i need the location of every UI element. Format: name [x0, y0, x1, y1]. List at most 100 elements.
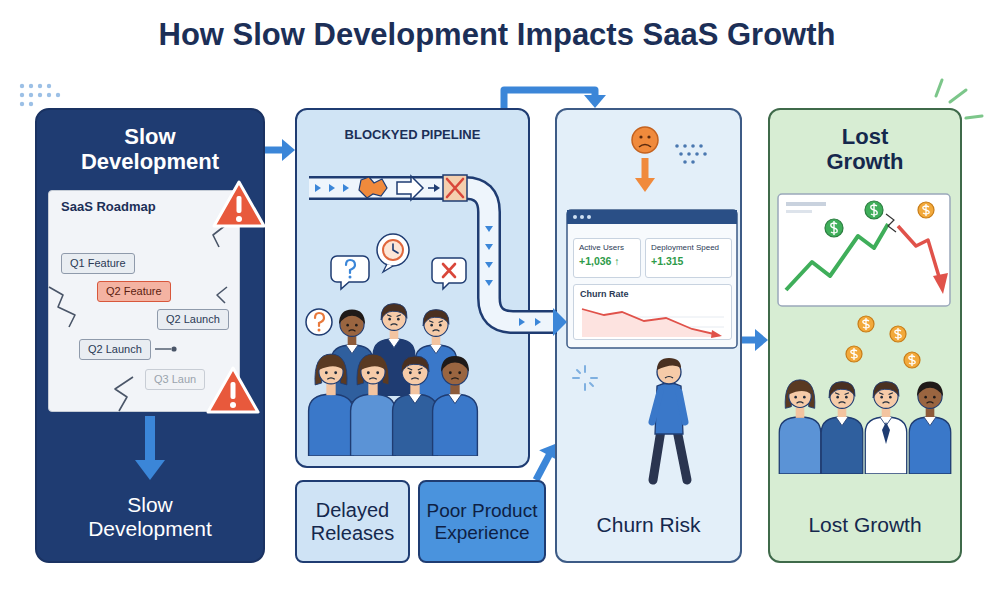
milestone-label: Q2 Launch [88, 343, 142, 356]
error-bubble-part [443, 264, 455, 277]
walking-person-part [665, 377, 673, 379]
coin-orange-part [858, 316, 874, 332]
warning-icon-part [214, 182, 264, 226]
coin-orange-part [846, 346, 862, 362]
dot-grid-part [47, 84, 51, 88]
blocked-crate-part [447, 179, 463, 197]
milestone-label: Q1 Feature [70, 257, 126, 270]
sparkle-part [584, 366, 586, 372]
question-bubble [306, 309, 332, 335]
metric-value: +1,036 ↑ [579, 255, 635, 267]
roadmap-card: SaaS RoadmapQ1 FeatureQ2 FeatureQ2 Launc… [48, 190, 240, 412]
chart-card [778, 194, 950, 306]
warning-icon-part [230, 402, 236, 408]
down-arrow [635, 158, 655, 192]
milestone-pill: Q2 Feature [97, 281, 171, 302]
coin-green-part [865, 201, 883, 219]
sad-people [779, 380, 950, 474]
arrow-head [755, 329, 768, 351]
churn-chart-part [582, 309, 714, 334]
flow-marker-part [329, 184, 335, 192]
question-bubble-part [346, 260, 355, 273]
dot-grid-part [38, 84, 42, 88]
pipe-end-part [551, 310, 557, 334]
worried-people [309, 304, 478, 456]
sad-face-part [632, 127, 658, 153]
crack-line [49, 195, 239, 411]
dot-grid-part [699, 144, 703, 148]
stage-label: Lost Growth [808, 513, 921, 537]
milestone-link-part [171, 346, 176, 351]
down-arrow [135, 416, 165, 480]
churn-chart-part [582, 317, 724, 327]
walking-person [652, 358, 687, 480]
pipe-end [551, 308, 567, 336]
stage-label: Poor Product Experience [424, 500, 540, 544]
flow-arrow [504, 90, 606, 108]
flow-marker-part [535, 318, 541, 326]
blocked-crate-part [443, 175, 467, 201]
dot-grid [20, 84, 60, 106]
dot-grid-part [47, 93, 51, 97]
decline-line-part [933, 273, 948, 294]
arrow-shaft [536, 455, 549, 480]
warning-icon [208, 368, 258, 412]
metric-label: Churn Rate [580, 289, 725, 299]
sparkle-part [590, 383, 593, 386]
arrow-head [584, 95, 606, 108]
clock-bubble-part [377, 234, 409, 266]
milestone-pill: Q2 Launch [157, 309, 229, 330]
panel-heading: Slow Development [55, 124, 245, 175]
down-arrow-part [135, 460, 165, 480]
sparkle-lines-part [950, 90, 966, 102]
dot-grid-part [683, 160, 687, 164]
crack-line-part [217, 287, 227, 303]
walking-person-part [655, 383, 683, 434]
sparkle-lines-part [966, 116, 982, 118]
milestone-pill: Q2 Launch [79, 339, 151, 360]
stage-label: Slow Development [75, 493, 225, 541]
coin-orange-part [904, 352, 920, 368]
coin-orange-part [909, 354, 915, 366]
error-bubble-part [432, 258, 466, 289]
dot-grid-part [20, 102, 24, 106]
crack-line-part [49, 287, 75, 327]
metric-label: Active Users [579, 243, 635, 252]
dashboard-frame-part [567, 210, 737, 348]
milestone-pill: Q1 Feature [61, 253, 135, 274]
coin-green-part [871, 203, 877, 217]
metric-value: +1.315 [651, 255, 726, 267]
walking-person-part [657, 358, 681, 370]
warning-icon-part [208, 368, 258, 412]
down-arrow-part [642, 158, 649, 180]
churn-chart-part [582, 309, 720, 337]
coin-orange-part [890, 326, 906, 342]
walking-person-part [677, 430, 687, 480]
error-bubble [432, 258, 466, 289]
dot-grid-part [679, 152, 683, 156]
sad-people-part [779, 380, 820, 474]
sparkle-part [573, 377, 579, 379]
dot-grid-part [29, 102, 33, 106]
coin-orange-part [918, 202, 934, 218]
worried-people-part [433, 356, 478, 456]
flow-marker-part [485, 226, 493, 232]
panel-heading: Lost Growth [805, 124, 925, 175]
dot-grid-part [695, 152, 699, 156]
arrow-head [282, 139, 295, 161]
warning-icon-part [231, 382, 236, 399]
flow-marker-part [485, 280, 493, 286]
sad-face-part [639, 145, 651, 148]
dot-grid-part [38, 93, 42, 97]
sparkle-part [577, 370, 580, 373]
decline-line-part [898, 226, 940, 280]
stage-panel: Lost GrowthLost Growth [768, 108, 962, 563]
milestone-link-part [155, 348, 171, 349]
chart-card: Churn Rate [573, 284, 732, 340]
coin-green-part [825, 219, 843, 237]
dot-grid-part [29, 84, 33, 88]
walking-person-part [653, 430, 661, 480]
sad-people-part [865, 382, 906, 474]
coin-orange-part [851, 348, 857, 360]
question-bubble-part [318, 329, 321, 332]
